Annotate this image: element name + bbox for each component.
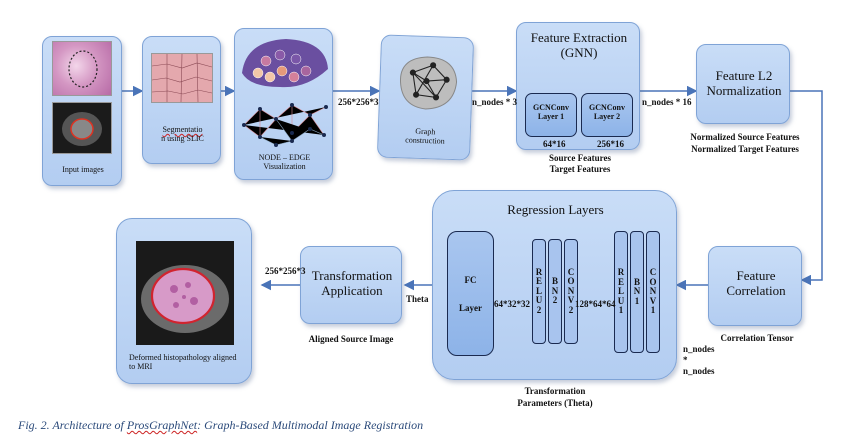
gcnconv-layer2-label: GCNConv Layer 2 [588, 103, 625, 122]
l2-output-source: Normalized Source Features [690, 132, 800, 142]
edge-label-theta: Theta [406, 294, 429, 304]
edge-label-fc-in: 64*32*32 [494, 299, 530, 309]
feature-extraction-title: Feature Extraction (GNN) [530, 30, 628, 60]
graph-construction-box: Graph construction [376, 34, 475, 161]
edge-label-corr: n_nodes * n_nodes [683, 344, 715, 376]
segmentation-word1: Segmentatio [162, 125, 203, 134]
fc-label: FC [464, 275, 477, 285]
superpixel-thumbnail [151, 53, 213, 103]
feature-correlation-title: Feature Correlation [726, 268, 786, 298]
transformation-output: Aligned Source Image [308, 334, 394, 344]
caption-suffix: : Graph-Based Multimodal Image Registrat… [197, 418, 424, 432]
deformed-output-box: Deformed histopathology aligned to MRI [116, 218, 252, 384]
fc-layer [447, 231, 494, 356]
figure-caption: Fig. 2. Architecture of ProsGraphNet: Gr… [18, 418, 423, 433]
graph-construction-label: Graph construction [405, 126, 445, 146]
segmentation-word2: n using SLIC [161, 134, 204, 144]
segmentation-label: Segmentatio n using SLIC [143, 125, 222, 143]
gcnconv-layer1-label: GCNConv Layer 1 [532, 103, 569, 122]
histology-outline [68, 50, 98, 88]
correlation-output: Correlation Tensor [720, 333, 794, 343]
caption-model-name: ProsGraphNet [126, 418, 198, 432]
mri-thumbnail [52, 102, 112, 154]
deformed-image [136, 241, 234, 345]
edge-label-viz-graph: 256*256*3 [338, 97, 379, 107]
arrow-l2-corr [790, 90, 823, 286]
edge-label-out: 256*256*3 [265, 266, 306, 276]
visualization-label: NODE – EDGE Visualization [258, 153, 311, 172]
feature-extraction-output: Source Features Target Features [549, 153, 611, 174]
gcn-dim2: 256*16 [597, 139, 624, 149]
feature-correlation-box: Feature Correlation [708, 246, 802, 326]
edge-label-fe-l2: n_nodes * 16 [642, 97, 692, 107]
gcnconv-layer2 [581, 93, 633, 137]
transformation-application-box: Transformation Application [300, 246, 402, 324]
feature-extraction-box: Feature Extraction (GNN) GCNConv Layer 1… [516, 22, 640, 150]
caption-prefix: Fig. 2. Architecture of [18, 418, 127, 432]
superpixel-grid [151, 53, 213, 103]
deformed-overlay [141, 265, 229, 333]
regression-title: Regression Layers [507, 202, 604, 217]
transformation-title: Transformation Application [311, 268, 393, 298]
gcn-dim1: 64*16 [543, 139, 566, 149]
graph-3d-icon [400, 56, 458, 110]
input-images-box: Input images [42, 36, 122, 186]
deformed-label: Deformed histopathology aligned to MRI [129, 353, 237, 372]
mri-outline [62, 112, 102, 146]
l2-output-target: Normalized Target Features [691, 144, 799, 154]
node-edge-color-map [242, 39, 328, 88]
gcnconv-layer1 [525, 93, 577, 137]
segmentation-box: Segmentatio n using SLIC [142, 36, 221, 164]
l2-normalization-box: Feature L2 Normalization [696, 44, 790, 124]
visualization-box: NODE – EDGE Visualization [234, 28, 333, 180]
regression-output2: Parameters (Theta) [517, 398, 593, 408]
histology-thumbnail [52, 41, 112, 96]
fc-label2: Layer [459, 303, 482, 313]
l2-normalization-title: Feature L2 Normalization [706, 68, 782, 98]
edge-label-conv-relu: 128*64*64 [575, 299, 616, 309]
input-images-label: Input images [62, 165, 104, 174]
node-edge-graph [242, 103, 328, 147]
edge-label-graph-fe: n_nodes * 3 [472, 97, 518, 107]
regression-output1: Transformation [524, 386, 586, 396]
